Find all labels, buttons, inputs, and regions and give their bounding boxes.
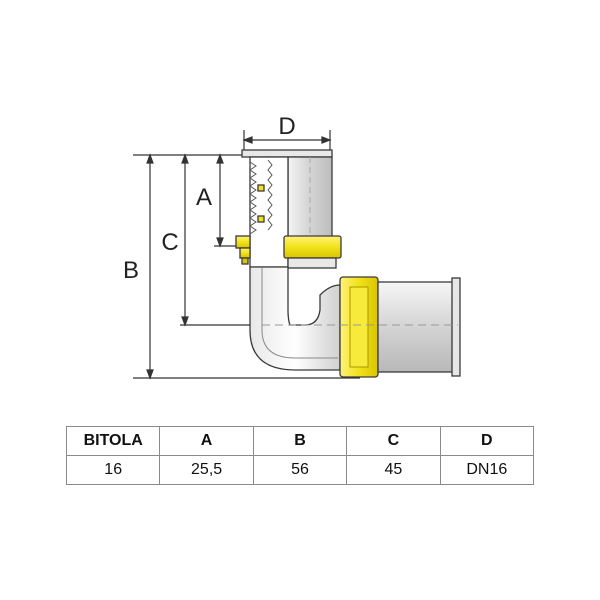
dimension-label-c: C bbox=[161, 229, 178, 256]
spec-table: BITOLA A B C D 16 25,5 56 45 DN16 bbox=[65, 426, 535, 485]
table-row: 16 25,5 56 45 DN16 bbox=[65, 455, 535, 485]
table-header-row: BITOLA A B C D bbox=[65, 426, 535, 456]
table-header-cell: A bbox=[159, 426, 254, 456]
table-header-cell: D bbox=[439, 426, 535, 456]
table-cell: 16 bbox=[65, 455, 161, 485]
elbow-fitting-drawing: B C A D bbox=[123, 113, 461, 380]
table-header-cell: C bbox=[346, 426, 441, 456]
table-header-cell: BITOLA bbox=[65, 426, 161, 456]
dimension-label-b: B bbox=[123, 257, 139, 284]
dimension-label-d: D bbox=[278, 113, 295, 140]
dimension-label-a: A bbox=[196, 184, 212, 211]
dimension-lines bbox=[133, 130, 360, 380]
table-cell: DN16 bbox=[439, 455, 535, 485]
table-cell: 56 bbox=[252, 455, 348, 485]
table-cell: 25,5 bbox=[159, 455, 254, 485]
table-header-cell: B bbox=[252, 426, 348, 456]
elbow-fitting bbox=[235, 149, 461, 378]
table-cell: 45 bbox=[346, 455, 441, 485]
